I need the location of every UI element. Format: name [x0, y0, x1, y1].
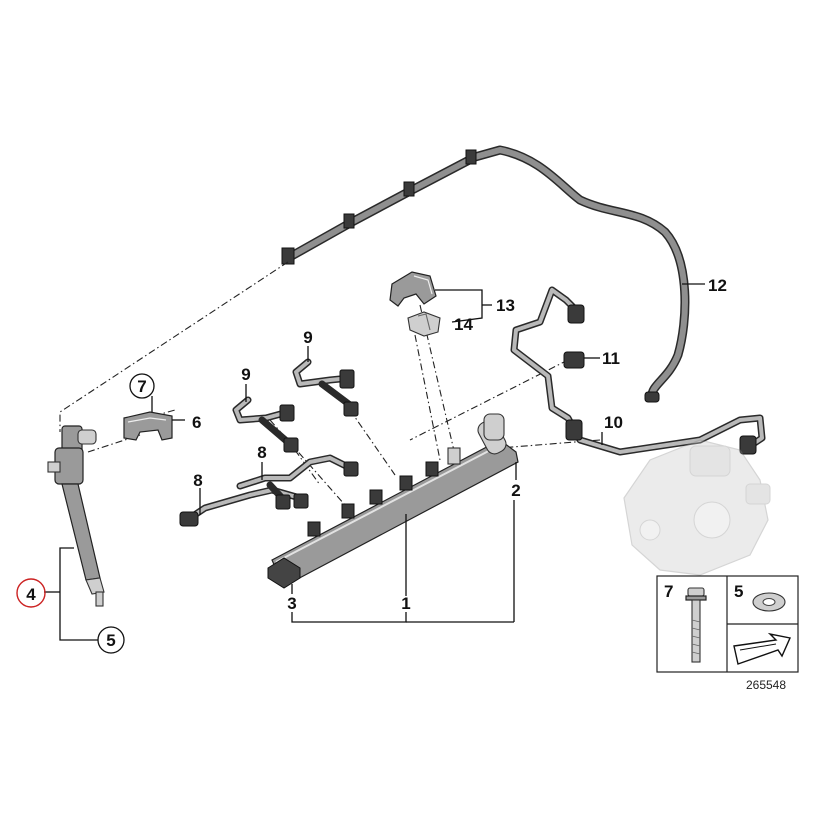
callout-circle-5	[97, 626, 125, 654]
callout-2[interactable]: 2	[511, 481, 520, 500]
legend-box: 7 5	[656, 575, 799, 673]
leader-lines	[44, 283, 705, 641]
callout-6[interactable]: 6	[192, 413, 201, 432]
pipe-clip[interactable]	[563, 351, 585, 369]
callout-13[interactable]: 13	[496, 296, 515, 315]
washer-icon	[752, 592, 786, 612]
fuel-injector[interactable]	[47, 425, 105, 607]
callout-labels: 7 6 4 5 8 8 9 9 10 11 12 13 14 2 3 1	[16, 276, 727, 654]
callout-8-left[interactable]: 8	[193, 471, 202, 490]
high-pressure-line-10[interactable]	[510, 286, 766, 456]
callout-8-right[interactable]: 8	[257, 443, 266, 462]
high-pressure-line-8b[interactable]	[236, 454, 359, 510]
high-pressure-line-9b[interactable]	[292, 358, 359, 417]
callout-5[interactable]: 5	[106, 631, 115, 650]
leak-off-hose[interactable]	[281, 145, 690, 403]
injector-clamp[interactable]	[123, 411, 173, 441]
bracket[interactable]	[389, 271, 437, 307]
highlight-circle	[16, 578, 46, 608]
replace-arrow-icon	[733, 632, 791, 665]
callout-9-left[interactable]: 9	[241, 365, 250, 384]
holder[interactable]	[407, 311, 441, 337]
legend-label-bolt: 7	[664, 582, 673, 601]
callout-3[interactable]: 3	[287, 594, 296, 613]
diagram-number: 265548	[746, 678, 786, 692]
high-pressure-pump	[623, 439, 771, 576]
callout-10[interactable]: 10	[604, 413, 623, 432]
high-pressure-line-9a[interactable]	[232, 396, 299, 453]
fuel-rail[interactable]	[267, 417, 519, 589]
callout-4[interactable]: 4	[26, 585, 36, 604]
callout-11[interactable]: 11	[602, 349, 620, 368]
pressure-sensor[interactable]	[483, 413, 505, 441]
legend-label-washer: 5	[734, 582, 743, 601]
callout-1[interactable]: 1	[401, 594, 410, 613]
callout-circle-7	[129, 373, 155, 399]
bolt-icon	[685, 587, 707, 663]
callout-14[interactable]: 14	[454, 315, 473, 334]
callout-9-right[interactable]: 9	[303, 328, 312, 347]
callout-12[interactable]: 12	[708, 276, 727, 295]
callout-7[interactable]: 7	[137, 377, 146, 396]
